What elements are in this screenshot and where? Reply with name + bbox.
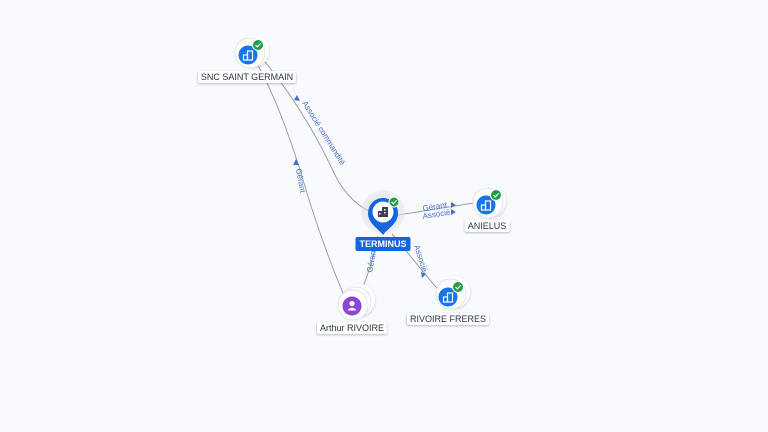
edge-label-snc-arthur: Gérant: [294, 168, 307, 194]
arrow-terminus-anielus-1: [451, 202, 456, 208]
node-label-terminus[interactable]: TERMINUS: [355, 237, 411, 251]
building-icon: [242, 50, 254, 61]
verified-check-icon: [490, 189, 502, 201]
arrow-snc-terminus: [294, 95, 300, 101]
building-icon: [378, 207, 388, 217]
node-rivoire-freres[interactable]: [435, 276, 470, 310]
arrow-terminus-anielus-2: [451, 209, 456, 215]
verified-check-icon: [252, 39, 264, 51]
node-terminus[interactable]: [361, 190, 405, 235]
arrow-terminus-rivoire: [421, 272, 426, 278]
edge-label-snc-terminus: Associé commandité: [300, 99, 347, 167]
building-icon: [480, 200, 492, 211]
node-snc-saint-germain[interactable]: [234, 35, 269, 69]
node-label-anielus[interactable]: ANIELUS: [464, 220, 510, 232]
verified-check-icon: [452, 281, 464, 293]
node-label-rivoire-freres[interactable]: RIVOIRE FRERES: [406, 313, 490, 325]
node-arthur-rivoire[interactable]: [337, 284, 375, 321]
edge-snc-terminus[interactable]: [261, 57, 379, 216]
edge-label-terminus-anielus-2: Associé: [422, 208, 452, 221]
person-icon: [347, 300, 357, 311]
edge-label-terminus-arthur: Gérant: [365, 247, 378, 273]
verified-check-icon: [388, 196, 400, 208]
arrow-snc-arthur: [293, 159, 299, 165]
node-label-snc-saint-germain[interactable]: SNC SAINT GERMAIN: [197, 71, 297, 83]
node-anielus[interactable]: [472, 185, 506, 219]
building-icon: [442, 292, 454, 303]
edge-label-terminus-rivoire: Associé: [412, 244, 429, 274]
node-label-arthur-rivoire[interactable]: Arthur RIVOIRE: [316, 322, 388, 334]
edges: [255, 57, 475, 301]
edge-label-terminus-anielus-1: Gérant: [422, 200, 448, 213]
edge-arrows: [293, 95, 456, 278]
edge-snc-arthur[interactable]: [255, 61, 347, 301]
edge-terminus-anielus[interactable]: [397, 202, 475, 216]
